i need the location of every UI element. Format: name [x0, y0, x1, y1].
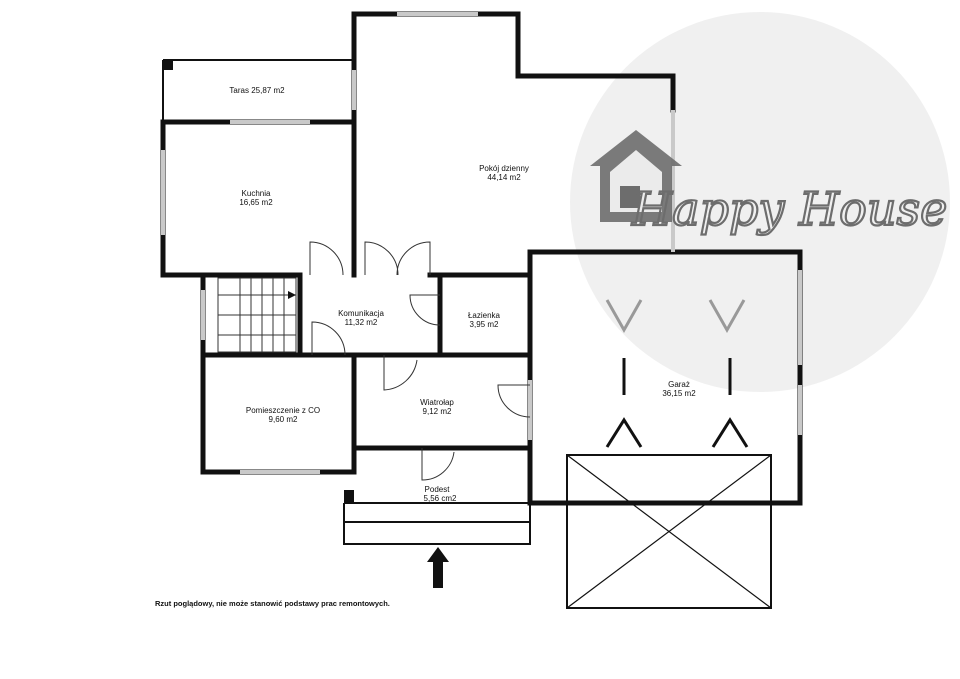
room-pokoj-area: 44,14 m2	[487, 173, 521, 182]
windows	[161, 12, 802, 474]
watermark-text: Happy House	[631, 182, 947, 236]
garage-arrows	[605, 358, 749, 448]
room-lazienka-name: Łazienka	[468, 311, 501, 320]
room-pomieszczenie-area: 9,60 m2	[269, 415, 298, 424]
room-pomieszczenie-name: Pomieszczenie z CO	[246, 406, 320, 415]
stair-arrow-icon	[288, 291, 296, 299]
room-wiatrolap-area: 9,12 m2	[423, 407, 452, 416]
garage-arrows-faded	[605, 299, 746, 334]
room-wiatrolap-name: Wiatrołap	[420, 398, 454, 407]
room-podest-name: Podest	[425, 485, 451, 494]
room-taras-label: Taras 25,87 m2	[229, 86, 285, 95]
disclaimer-note: Rzut poglądowy, nie może stanowić podsta…	[155, 599, 390, 608]
room-garaz-name: Garaż	[668, 380, 690, 389]
driveway	[566, 454, 772, 609]
house-icon	[590, 130, 682, 222]
room-komunikacja-name: Komunikacja	[338, 309, 384, 318]
room-podest-area: 5,56 cm2	[424, 494, 457, 503]
entrance-arrow-icon	[427, 547, 449, 588]
room-kuchnia-name: Kuchnia	[242, 189, 271, 198]
room-lazienka-area: 3,95 m2	[470, 320, 499, 329]
watermark-circle	[570, 12, 950, 392]
room-pokoj-name: Pokój dzienny	[479, 164, 529, 173]
doors	[309, 241, 531, 481]
room-garaz-area: 36,15 m2	[662, 389, 696, 398]
staircase	[217, 277, 297, 353]
room-komunikacja-area: 11,32 m2	[345, 318, 378, 327]
room-kuchnia-area: 16,65 m2	[239, 198, 273, 207]
